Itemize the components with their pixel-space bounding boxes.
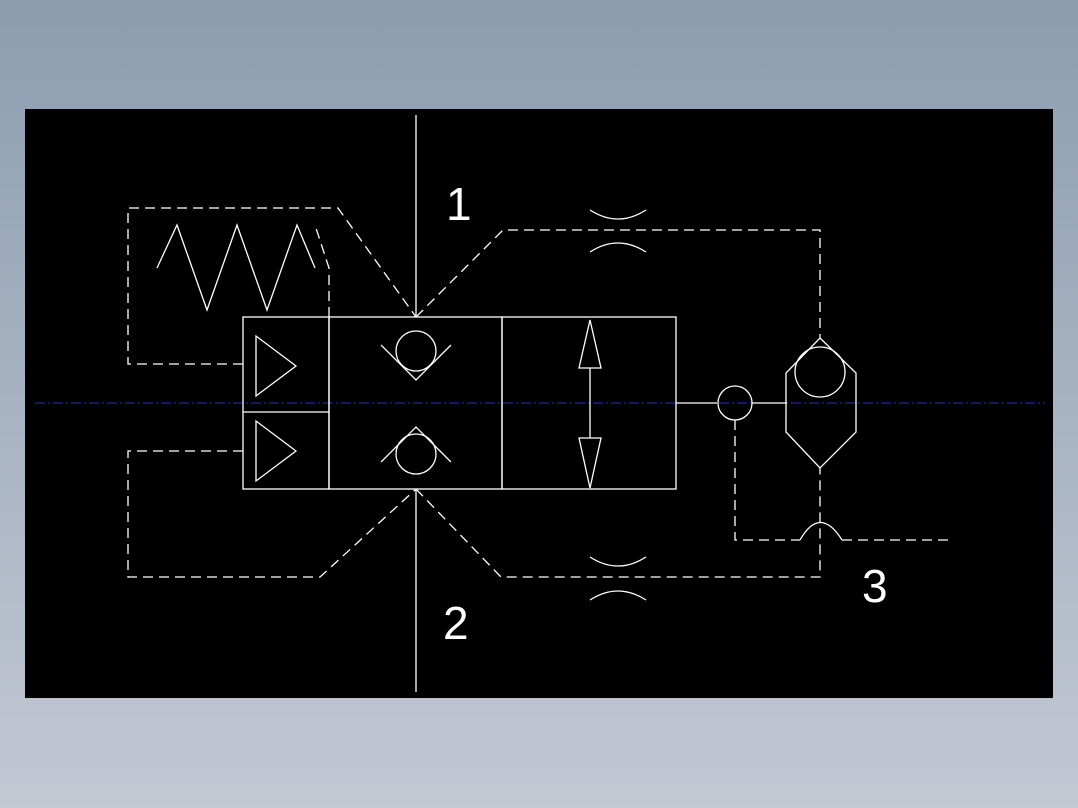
- port-label-3: 3: [862, 560, 888, 612]
- pilot-triangle-lower: [255, 419, 298, 483]
- orifice-upper-top: [589, 209, 647, 220]
- pilot-triangle-upper: [255, 334, 298, 398]
- check-ball-lower: [395, 433, 437, 475]
- pilot-line-spring-loop: [127, 207, 417, 365]
- orifice-lower-top: [589, 556, 647, 567]
- filter-ball: [794, 346, 846, 398]
- drain-crossover: [799, 522, 843, 541]
- check-ball-upper: [395, 330, 437, 372]
- pilot-line-lower-left: [127, 450, 417, 578]
- pilot-line-upper-left: [314, 224, 330, 317]
- orifice-lower-bottom: [589, 590, 647, 601]
- double-arrow-head-down: [578, 437, 602, 489]
- check-seat-lower: [380, 426, 452, 463]
- port-label-2: 2: [443, 597, 469, 649]
- pilot-line-upper-right: [415, 229, 821, 338]
- port-label-1: 1: [446, 178, 472, 230]
- spring-icon: [156, 223, 316, 312]
- check-seat-upper: [380, 344, 452, 381]
- orifice-upper-bottom: [589, 242, 647, 253]
- pilot-line-lower-right: [415, 468, 821, 578]
- pilot-lines: [127, 207, 952, 578]
- double-arrow-head-up: [578, 319, 602, 369]
- drain-line-junction: [734, 420, 800, 541]
